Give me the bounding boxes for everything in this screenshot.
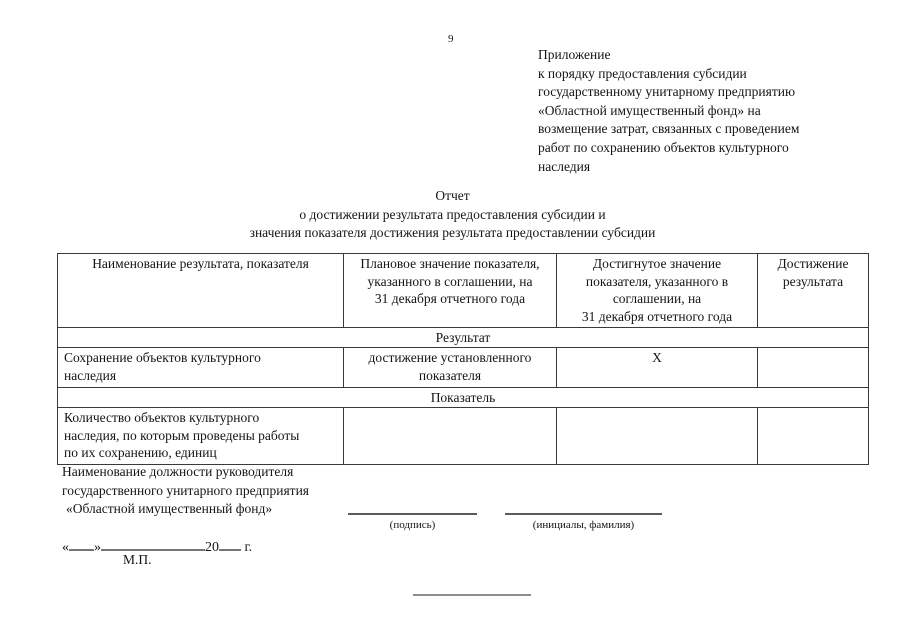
appendix-line: наследия <box>538 158 591 174</box>
signer-line: Наименование должности руководителя <box>62 464 294 479</box>
date-open-quote: « <box>62 540 69 555</box>
bottom-rule <box>413 594 531 596</box>
indicator-name-cell: Количество объектов культурного наследия… <box>57 407 344 465</box>
date-line: « » 20 г. <box>62 536 253 555</box>
indicator-achievement-cell <box>757 407 869 465</box>
report-title: Отчет о достижении результата предоставл… <box>0 187 905 243</box>
section-row-result: Результат <box>57 327 869 348</box>
appendix-line: возмещение затрат, связанных с проведени… <box>538 121 800 137</box>
result-name-cell: Сохранение объектов культурного наследия <box>57 347 344 388</box>
name-label: (инициалы, фамилия) <box>532 519 635 531</box>
signer-line: «Областной имущественный фонд» <box>66 501 273 516</box>
appendix-line: «Областной имущественный фонд» на <box>538 102 761 118</box>
date-day-blank <box>69 536 94 551</box>
indicator-planned-cell <box>343 407 557 465</box>
section-label-result: Результат <box>57 327 869 348</box>
result-achievement-cell <box>757 347 869 388</box>
appendix-block: Приложение к порядку предоставления субс… <box>538 46 878 176</box>
report-title-line: Отчет <box>435 188 470 203</box>
section-label-indicator: Показатель <box>57 387 869 408</box>
page-number: 9 <box>448 33 454 45</box>
table-row-result: Сохранение объектов культурного наследия… <box>57 347 869 388</box>
date-close-quote: » <box>94 540 101 555</box>
indicator-achieved-cell <box>556 407 758 465</box>
report-title-line: о достижении результата предоставления с… <box>299 206 606 222</box>
report-title-line: значения показателя достижения результат… <box>249 225 656 240</box>
appendix-line: государственному унитарному предприятию <box>538 84 796 100</box>
date-year-suffix: г. <box>241 540 253 555</box>
date-year-blank <box>219 536 241 551</box>
signature-label: (подпись) <box>389 519 436 531</box>
signer-line: государственного унитарного предприятия <box>62 482 310 498</box>
col-header-name: Наименование результата, показателя <box>57 253 344 328</box>
col-header-achievement: Достижение результата <box>757 253 869 328</box>
table-header-row: Наименование результата, показателя План… <box>57 253 869 328</box>
signature-line <box>348 513 477 515</box>
col-header-planned-value: Плановое значение показателя, указанного… <box>343 253 557 328</box>
date-month-blank <box>101 536 205 551</box>
appendix-line: к порядку предоставления субсидии <box>538 65 747 81</box>
stamp-placeholder: М.П. <box>123 552 152 567</box>
report-table: Наименование результата, показателя План… <box>57 253 869 465</box>
date-year-prefix: 20 <box>205 540 219 555</box>
table-row-indicator: Количество объектов культурного наследия… <box>57 407 869 465</box>
signer-block: Наименование должности руководителя госу… <box>62 463 309 519</box>
section-row-indicator: Показатель <box>57 387 869 408</box>
col-header-achieved-value: Достигнутое значение показателя, указанн… <box>556 253 758 328</box>
result-achieved-cell: X <box>556 347 758 388</box>
appendix-line: работ по сохранению объектов культурного <box>538 139 789 155</box>
appendix-line: Приложение <box>538 47 611 62</box>
result-planned-cell: достижение установленного показателя <box>343 347 557 388</box>
name-line <box>505 513 662 515</box>
